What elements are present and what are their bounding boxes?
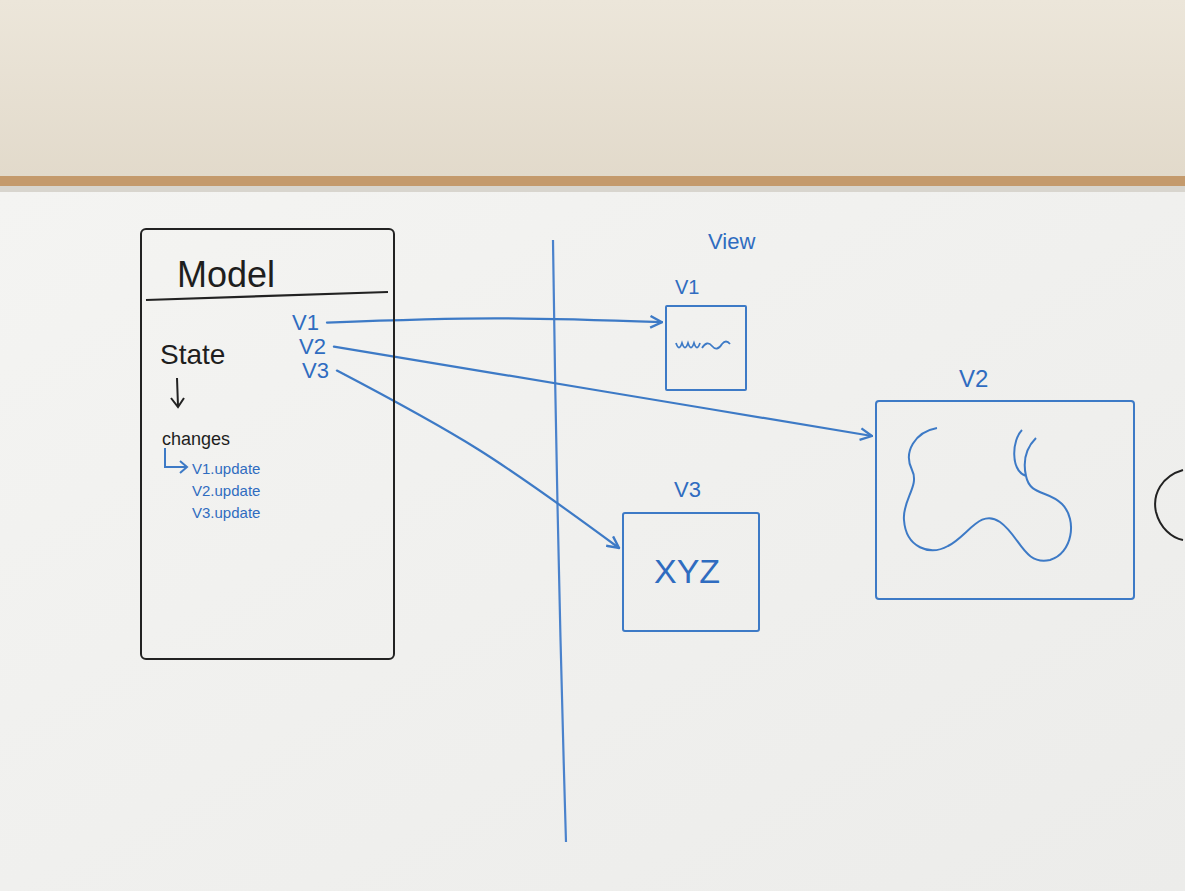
connector-arrow xyxy=(337,371,619,548)
connector-arrow xyxy=(327,318,662,322)
view-ref: V3 xyxy=(300,358,331,383)
state-text: State xyxy=(160,340,225,369)
model-title: Model xyxy=(177,256,275,294)
cork-strip xyxy=(0,176,1185,186)
view-box: V2 xyxy=(875,400,1135,600)
view-content: XYZ xyxy=(654,554,720,590)
view-ref-text: V2 xyxy=(297,334,328,359)
board-frame xyxy=(0,186,1185,192)
board-surface xyxy=(0,192,1185,891)
update-calls: V1.update V2.update V3.update xyxy=(192,458,284,523)
squiggle xyxy=(904,428,1071,561)
divider-line xyxy=(553,240,566,842)
view-ref-text: V1 xyxy=(290,310,321,335)
model-box: ModelState changesV1.update V2.update V3.… xyxy=(140,228,395,660)
hook-arrow xyxy=(165,448,187,473)
scribble xyxy=(676,342,730,349)
view-heading: V3 xyxy=(674,478,701,501)
view-ref: V2 xyxy=(297,334,328,359)
partial-circle xyxy=(1155,470,1183,540)
view-ref-text: V3 xyxy=(300,358,331,383)
down-arrow xyxy=(171,378,184,407)
connector-arrow xyxy=(334,347,872,436)
changes-text: changes xyxy=(162,430,230,449)
view-heading: V2 xyxy=(959,366,988,391)
view-label: View xyxy=(708,230,755,253)
view-heading: V1 xyxy=(675,277,699,298)
view-box: V1 xyxy=(665,305,747,391)
view-box: V3XYZ xyxy=(622,512,760,632)
view-ref: V1 xyxy=(290,310,321,335)
wall xyxy=(0,0,1185,176)
